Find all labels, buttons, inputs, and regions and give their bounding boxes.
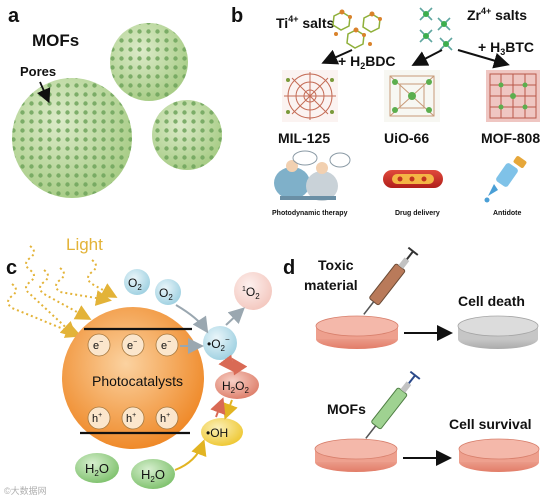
pores-pointer-arrow — [37, 81, 51, 104]
arrow-h2o2-to-superoxide — [231, 357, 248, 376]
photodynamic-therapy-illustration — [274, 150, 351, 201]
panel-c-letter: c — [6, 257, 17, 279]
water-bubble-2: H2O — [131, 459, 175, 489]
uio66-structure — [384, 70, 440, 122]
petri-dish-dead — [457, 315, 539, 349]
petri-dish-alive — [458, 438, 540, 472]
mil125-label: MIL-125 — [278, 130, 330, 146]
mof808-label: MOF-808 — [481, 130, 540, 146]
zr-salts-label: Zr4+ salts — [467, 6, 527, 23]
cell-death-label: Cell death — [458, 293, 525, 309]
svg-text:O2: O2 — [128, 276, 142, 292]
arrow-water-to-oh — [174, 439, 207, 471]
toxic-material-label-line2: material — [304, 277, 358, 293]
panel-b-letter: b — [231, 5, 243, 27]
photodynamic-therapy-label: Photodynamic therapy — [272, 210, 348, 217]
superoxide-bubble: •O2− — [203, 326, 237, 360]
singlet-oxygen-bubble: 1O2 — [234, 272, 272, 310]
svg-text:1O2: 1O2 — [242, 285, 260, 301]
mof-sphere-large — [12, 78, 132, 198]
zr-cluster-icon — [419, 7, 453, 51]
svg-text:H2O: H2O — [85, 461, 109, 478]
svg-text:•O2−: •O2− — [207, 335, 230, 353]
panel-b: b Ti4+ salts — [231, 5, 540, 217]
petri-dish-toxic — [315, 315, 399, 349]
uio66-label: UiO-66 — [384, 130, 429, 146]
syringe-toxic-icon — [363, 246, 419, 315]
svg-text:O2: O2 — [159, 286, 173, 302]
mofs-title: MOFs — [32, 31, 79, 50]
svg-text:h+: h+ — [92, 412, 102, 425]
panel-a: a MOFs Pores — [8, 5, 222, 198]
arrow-o2-to-superoxide — [175, 304, 209, 334]
h2o2-bubble: H2O2 — [215, 371, 259, 399]
panel-a-letter: a — [8, 5, 20, 27]
syringe-mofs-icon — [365, 370, 421, 439]
arrow-to-mof808 — [457, 49, 510, 69]
drug-delivery-illustration — [383, 170, 443, 188]
h3btc-label: + H3BTC — [478, 39, 534, 57]
watermark: ©大数据网 — [4, 485, 47, 496]
hydroxyl-radical-bubble: •OH — [201, 418, 243, 446]
panel-d: d Toxic material Cell death MOFs — [283, 246, 540, 472]
svg-text:•OH: •OH — [206, 426, 228, 440]
hole-1: h+ — [87, 406, 111, 430]
arrow-superoxide-to-singlet — [225, 307, 245, 326]
svg-text:h+: h+ — [160, 412, 170, 425]
arrow-h2o2-to-oh — [222, 399, 238, 420]
mof-sphere-top — [110, 23, 188, 101]
mofs-syringe-label: MOFs — [327, 401, 366, 417]
o2-bubble-1: O2 — [124, 269, 150, 295]
ti-salts-label: Ti4+ salts — [276, 14, 334, 31]
hole-3: h+ — [155, 406, 179, 430]
ti-cluster-icon — [332, 9, 382, 49]
light-label: Light — [66, 235, 103, 254]
arrow-to-uio66 — [411, 49, 443, 66]
electron-2: e− — [121, 333, 145, 357]
svg-text:H2O: H2O — [141, 467, 165, 484]
svg-text:e−: e− — [161, 339, 171, 352]
arrow-to-mil125 — [321, 49, 353, 65]
panel-c: c Light Photocatalysts e− e− e− — [6, 235, 272, 489]
svg-text:e−: e− — [93, 339, 103, 352]
arrow-superoxide-to-h2o2 — [218, 354, 235, 373]
arrow-oh-to-h2o2 — [210, 397, 226, 418]
o2-bubble-2: O2 — [155, 279, 181, 305]
h2bdc-label: + H2BDC — [338, 53, 396, 71]
mil125-structure — [282, 70, 338, 122]
svg-text:e−: e− — [127, 339, 137, 352]
pores-label: Pores — [20, 64, 56, 79]
electron-3: e− — [155, 333, 179, 357]
light-wave-arrows — [7, 245, 118, 338]
panel-d-letter: d — [283, 257, 295, 279]
antidote-dropper-illustration — [484, 156, 527, 203]
petri-dish-treated — [314, 438, 398, 472]
water-bubble-1: H2O — [75, 453, 119, 483]
svg-text:h+: h+ — [126, 412, 136, 425]
drug-delivery-label: Drug delivery — [395, 210, 440, 217]
toxic-material-label-line1: Toxic — [318, 257, 354, 273]
mof-sphere-right — [152, 100, 222, 170]
cell-survival-label: Cell survival — [449, 416, 532, 432]
hole-2: h+ — [121, 406, 145, 430]
mof808-structure — [486, 70, 540, 122]
antidote-label: Antidote — [493, 210, 521, 217]
svg-text:H2O2: H2O2 — [222, 379, 249, 395]
photocatalysts-label: Photocatalysts — [92, 373, 183, 389]
electron-1: e− — [87, 333, 111, 357]
